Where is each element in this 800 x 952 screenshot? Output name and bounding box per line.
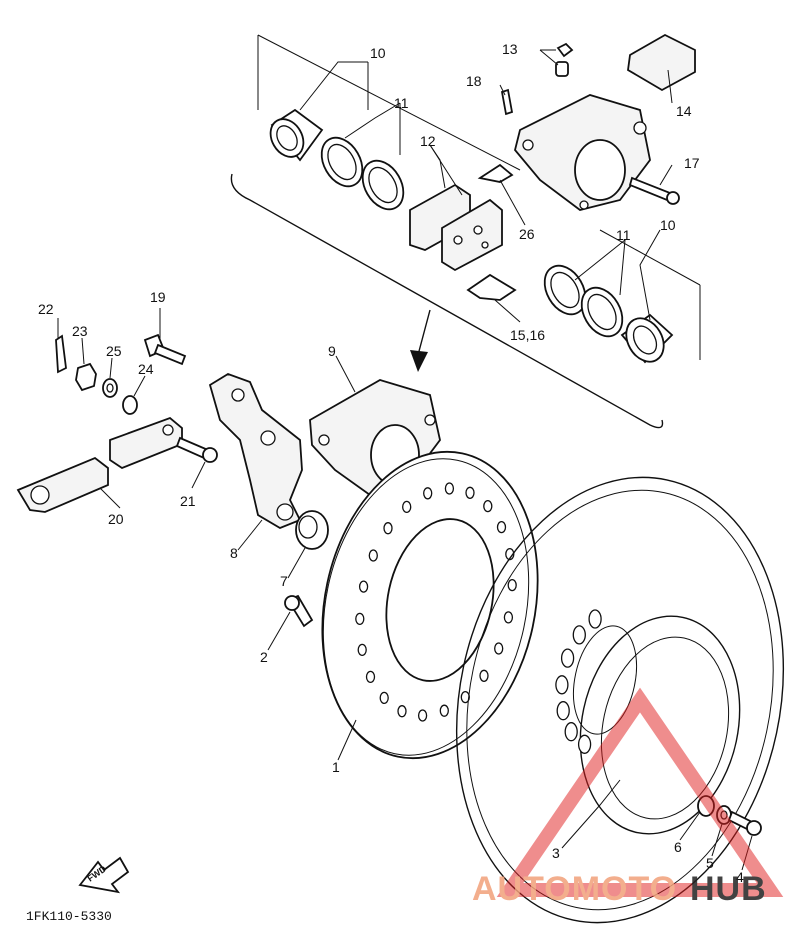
cotter-pin-22 [55,334,67,374]
disc-hole [402,500,412,514]
watermark-text-1: AUTOMOTO [472,870,677,908]
pad-spring-26 [477,163,514,183]
callout-4: 4 [736,869,744,885]
hub-window [572,625,586,645]
disc-hole [465,486,475,499]
callout-12: 12 [420,133,436,149]
callouts: 10 11 12 13 14 18 17 26 10 11 15,16 9 19… [38,41,744,885]
callout-7: 7 [280,573,288,589]
callout-9: 9 [328,343,336,359]
callout-11-left: 11 [394,95,409,111]
disc-hole [365,670,376,684]
torque-rod-20 [16,416,183,513]
brake-pads [409,183,503,272]
collar-7 [295,510,329,550]
callout-1: 1 [332,759,340,775]
watermark-triangle [496,687,784,897]
callout-18: 18 [466,73,482,89]
disc-hole [496,520,507,534]
disc-hole [358,580,369,593]
callout-6: 6 [674,839,682,855]
callout-22: 22 [38,301,54,317]
disc-hole [444,482,455,495]
callout-11-right: 11 [616,227,631,243]
disc-hole [357,643,367,657]
disc-hole [460,690,470,704]
leader-lines [57,49,753,871]
callout-2: 2 [260,649,268,665]
disc-hole [505,547,515,561]
disc-hole [368,549,378,562]
watermark: AUTOMOTO HUB [472,687,784,908]
bolt-19 [143,333,187,366]
bolt-17 [628,176,672,202]
disc-hole [417,709,428,722]
rear-wheel [455,476,785,924]
callout-24: 24 [138,361,154,377]
pad-retainer-15-16 [466,273,517,301]
callout-23: 23 [72,323,88,339]
callout-21: 21 [180,493,196,509]
nut-23 [75,362,97,392]
callout-5: 5 [706,855,714,871]
disc-hole [355,612,365,626]
hub-window [555,675,569,695]
fwd-arrow: FWD [78,856,130,894]
watermark-text-2: HUB [690,870,767,908]
caliper-bracket-8 [208,373,303,530]
disc-hole [439,704,449,717]
brake-disc-1 [321,450,539,760]
callout-25: 25 [106,343,122,359]
caliper-cover-14 [627,33,696,92]
callout-19: 19 [150,289,166,305]
hub-window [564,722,578,742]
hub-window [560,648,575,668]
callout-20: 20 [108,511,124,527]
callout-10-right: 10 [660,217,676,233]
disc-hole [397,705,407,718]
washer-24 [122,395,138,415]
callout-8: 8 [230,545,238,561]
disc-hole [503,611,514,624]
callout-14: 14 [676,103,692,119]
disc-hole [483,499,493,513]
disc-hole [379,691,389,705]
bleeder-screw-13 [555,42,574,77]
hub-window [577,734,592,754]
callout-15-16: 15,16 [510,327,545,343]
assembly-arrow [410,309,431,372]
part-code: 1FK110-5330 [26,909,112,924]
piston-right [620,313,674,364]
disc-hole [423,487,433,500]
callout-10-left: 10 [370,45,386,61]
callout-26: 26 [519,226,535,242]
piston-left [269,108,324,162]
caliper-body-exploded [514,94,651,211]
callout-3: 3 [552,845,560,861]
callout-13: 13 [502,41,518,57]
pin-18 [500,88,514,116]
hub-window [556,701,570,721]
disc-hole [383,522,393,535]
caliper-exploded-panel [230,33,701,429]
callout-17: 17 [684,155,700,171]
disc-hole [507,578,517,592]
disc-hole [494,642,504,655]
disc-hole [479,669,489,682]
hub-window [588,609,602,629]
